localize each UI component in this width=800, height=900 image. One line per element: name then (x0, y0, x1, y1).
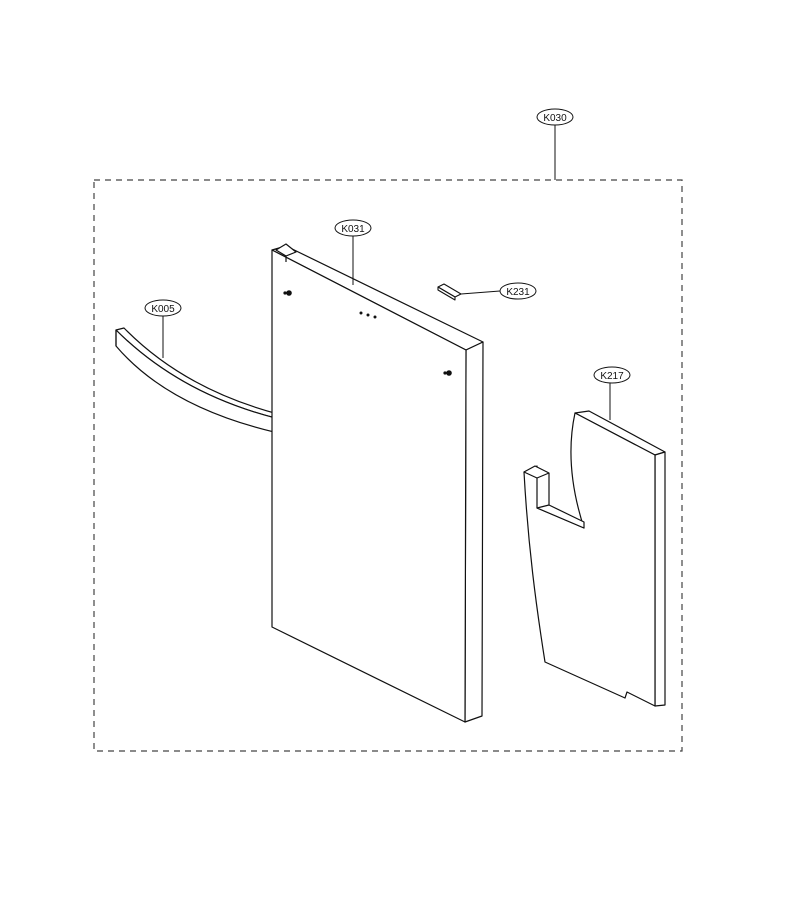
callout-k030: K030 (536, 108, 574, 126)
leader-lines (162, 125, 611, 420)
callout-k031: K031 (334, 219, 372, 237)
clip-part (437, 283, 462, 301)
callout-k217: K217 (593, 366, 631, 384)
callout-k005-text: K005 (151, 304, 175, 315)
callout-k030-text: K030 (543, 113, 567, 124)
assembly-boundary (93, 179, 683, 752)
callout-k231-text: K231 (506, 287, 530, 298)
door-panel-holes (283, 290, 452, 376)
callout-k005: K005 (144, 299, 182, 317)
callout-k217-text: K217 (600, 371, 624, 382)
door-panel-part (271, 243, 484, 723)
callout-k031-text: K031 (341, 224, 365, 235)
insulation-part (523, 410, 666, 707)
callout-k231: K231 (499, 282, 537, 300)
